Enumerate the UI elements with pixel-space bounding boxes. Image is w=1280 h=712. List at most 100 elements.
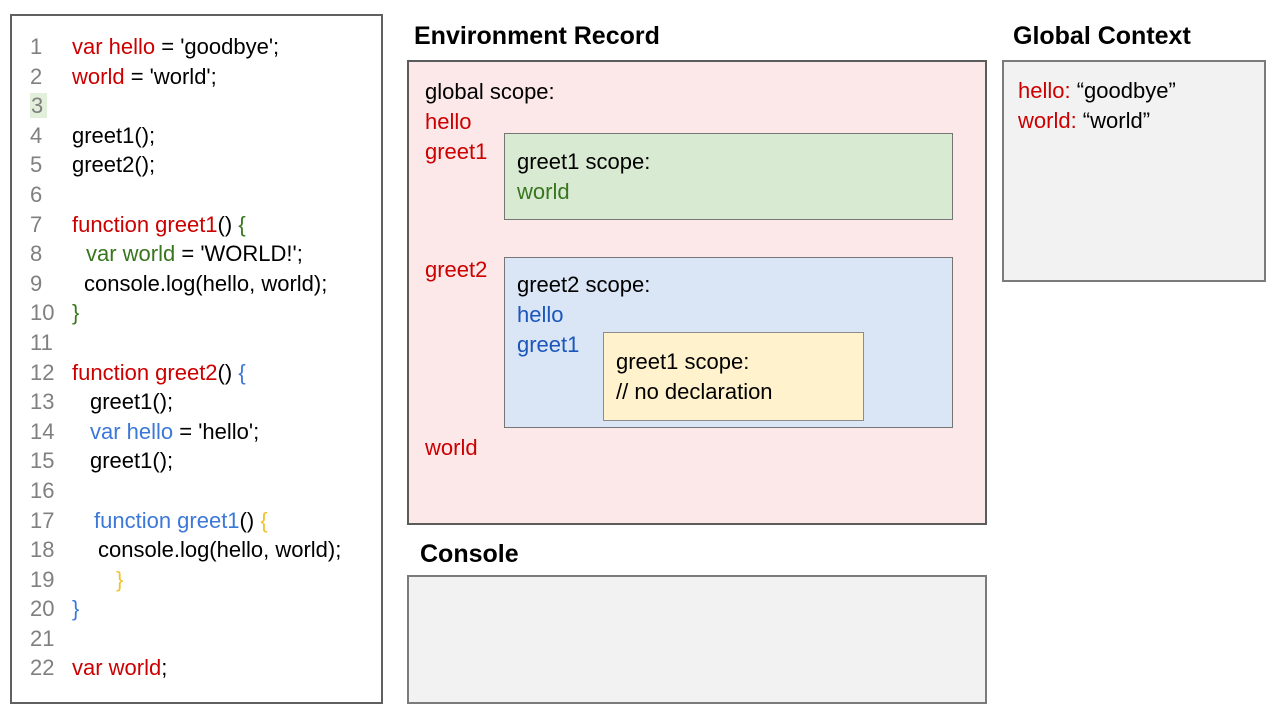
- line-number: 22: [30, 655, 55, 681]
- code-token: console.log(hello, world);: [98, 537, 342, 563]
- line-number: 13: [30, 389, 55, 415]
- code-line-21: 21: [12, 624, 381, 654]
- code-token: greet1();: [72, 122, 156, 148]
- code-line-10: 10}: [12, 298, 381, 328]
- code-token: = 'WORLD!';: [175, 241, 303, 267]
- code-text: greet1();: [72, 387, 173, 417]
- code-text: console.log(hello, world);: [72, 269, 327, 299]
- global-scope-label: global scope:: [425, 79, 555, 104]
- line-number: 10: [30, 300, 55, 326]
- greet2-scope-label: greet2 scope:: [517, 272, 651, 297]
- line-number: 1: [30, 34, 43, 59]
- code-token: var hello: [72, 34, 156, 59]
- global-var-world: world: [425, 435, 478, 460]
- code-token: }: [72, 300, 80, 326]
- line-number: 6: [30, 181, 43, 207]
- global-context-title: Global Context: [1013, 22, 1191, 50]
- code-token: ;: [161, 655, 168, 681]
- code-line-18: 18 console.log(hello, world);: [12, 535, 381, 565]
- line-number: 8: [30, 241, 43, 267]
- code-text: var hello = 'hello';: [72, 417, 259, 447]
- global-context-world-value: “world”: [1076, 108, 1151, 133]
- line-number: 19: [30, 566, 55, 592]
- greet1-scope-label: greet1 scope:: [517, 149, 651, 174]
- code-token: var hello: [90, 418, 174, 444]
- code-line-17: 17 function greet1() {: [12, 506, 381, 536]
- line-number: 12: [30, 359, 55, 385]
- code-text: }: [72, 594, 79, 624]
- code-line-4: 4 greet1();: [12, 121, 381, 151]
- code-line-22: 22 var world;: [12, 653, 381, 683]
- global-var-hello: hello: [425, 109, 472, 134]
- line-number: 4: [30, 122, 43, 148]
- code-token: greet1();: [90, 448, 174, 474]
- global-scope-box: global scope: hello greet1 greet1 scope:…: [407, 60, 987, 525]
- code-text: function greet1() {: [72, 210, 246, 240]
- inner-greet1-scope-comment: // no declaration: [616, 379, 773, 404]
- line-number: 16: [30, 477, 55, 503]
- line-number: 9: [30, 270, 43, 296]
- code-token: {: [238, 359, 246, 385]
- code-token: function greet2: [72, 359, 218, 385]
- line-number: 18: [30, 537, 55, 563]
- code-text: var world;: [72, 653, 167, 683]
- code-text: greet1();: [72, 446, 173, 476]
- line-number: 14: [30, 418, 55, 444]
- code-token: (): [217, 211, 239, 237]
- line-number: 2: [30, 63, 43, 89]
- code-text: world = 'world';: [72, 62, 217, 92]
- line-number: 15: [30, 448, 55, 474]
- console-output-box: [407, 575, 987, 704]
- code-text: }: [72, 565, 123, 595]
- code-text: greet1();: [72, 121, 155, 151]
- code-text: greet2();: [72, 150, 155, 180]
- code-line-3: 3: [12, 91, 381, 121]
- code-token: function greet1: [94, 507, 240, 533]
- code-token: function greet1: [72, 211, 218, 237]
- code-line-2: 2 world = 'world';: [12, 62, 381, 92]
- code-line-15: 15 greet1();: [12, 446, 381, 476]
- global-context-world-name: world:: [1018, 108, 1077, 133]
- greet2-scope-var-hello: hello: [517, 302, 564, 327]
- greet1-scope-box: greet1 scope: world: [504, 133, 953, 220]
- code-token: (): [217, 359, 239, 385]
- code-line-14: 14 var hello = 'hello';: [12, 417, 381, 447]
- code-token: var world: [86, 241, 176, 267]
- code-line-19: 19}: [12, 565, 381, 595]
- greet2-scope-box: greet2 scope: hello greet1 greet1 scope:…: [504, 257, 953, 428]
- environment-record-title: Environment Record: [414, 22, 660, 50]
- inner-greet1-scope-label: greet1 scope:: [616, 349, 750, 374]
- code-token: world: [72, 63, 125, 89]
- code-token: var world: [72, 655, 162, 681]
- code-token: greet1();: [90, 389, 174, 415]
- global-context-entry-world: world: “world”: [1018, 106, 1264, 136]
- code-token: {: [260, 507, 268, 533]
- code-token: {: [238, 211, 246, 237]
- code-line-1: 1 var hello = 'goodbye';: [12, 32, 381, 62]
- greet2-scope-var-greet1: greet1: [517, 332, 580, 357]
- global-var-greet1: greet1: [425, 139, 488, 164]
- line-number: 5: [30, 152, 43, 178]
- code-token: = 'world';: [124, 63, 217, 89]
- code-line-6: 6: [12, 180, 381, 210]
- line-number: 17: [30, 507, 55, 533]
- code-token: (): [239, 507, 261, 533]
- code-text: var world = 'WORLD!';: [72, 239, 303, 269]
- code-line-5: 5 greet2();: [12, 150, 381, 180]
- code-text: var hello = 'goodbye';: [72, 32, 279, 62]
- code-text: function greet1() {: [72, 506, 268, 536]
- code-text: }: [72, 298, 79, 328]
- line-number: 3: [30, 91, 72, 121]
- code-text: console.log(hello, world);: [72, 535, 341, 565]
- line-number: 21: [30, 625, 55, 651]
- code-line-12: 12 function greet2() {: [12, 358, 381, 388]
- code-line-16: 16: [12, 476, 381, 506]
- global-var-greet2: greet2: [425, 257, 488, 282]
- code-token: = 'goodbye';: [155, 34, 280, 59]
- global-context-hello-name: hello:: [1018, 78, 1071, 103]
- code-token: = 'hello';: [173, 418, 260, 444]
- global-context-box: hello: “goodbye” world: “world”: [1002, 60, 1266, 282]
- code-text: function greet2() {: [72, 358, 246, 388]
- line-number: 11: [30, 329, 53, 355]
